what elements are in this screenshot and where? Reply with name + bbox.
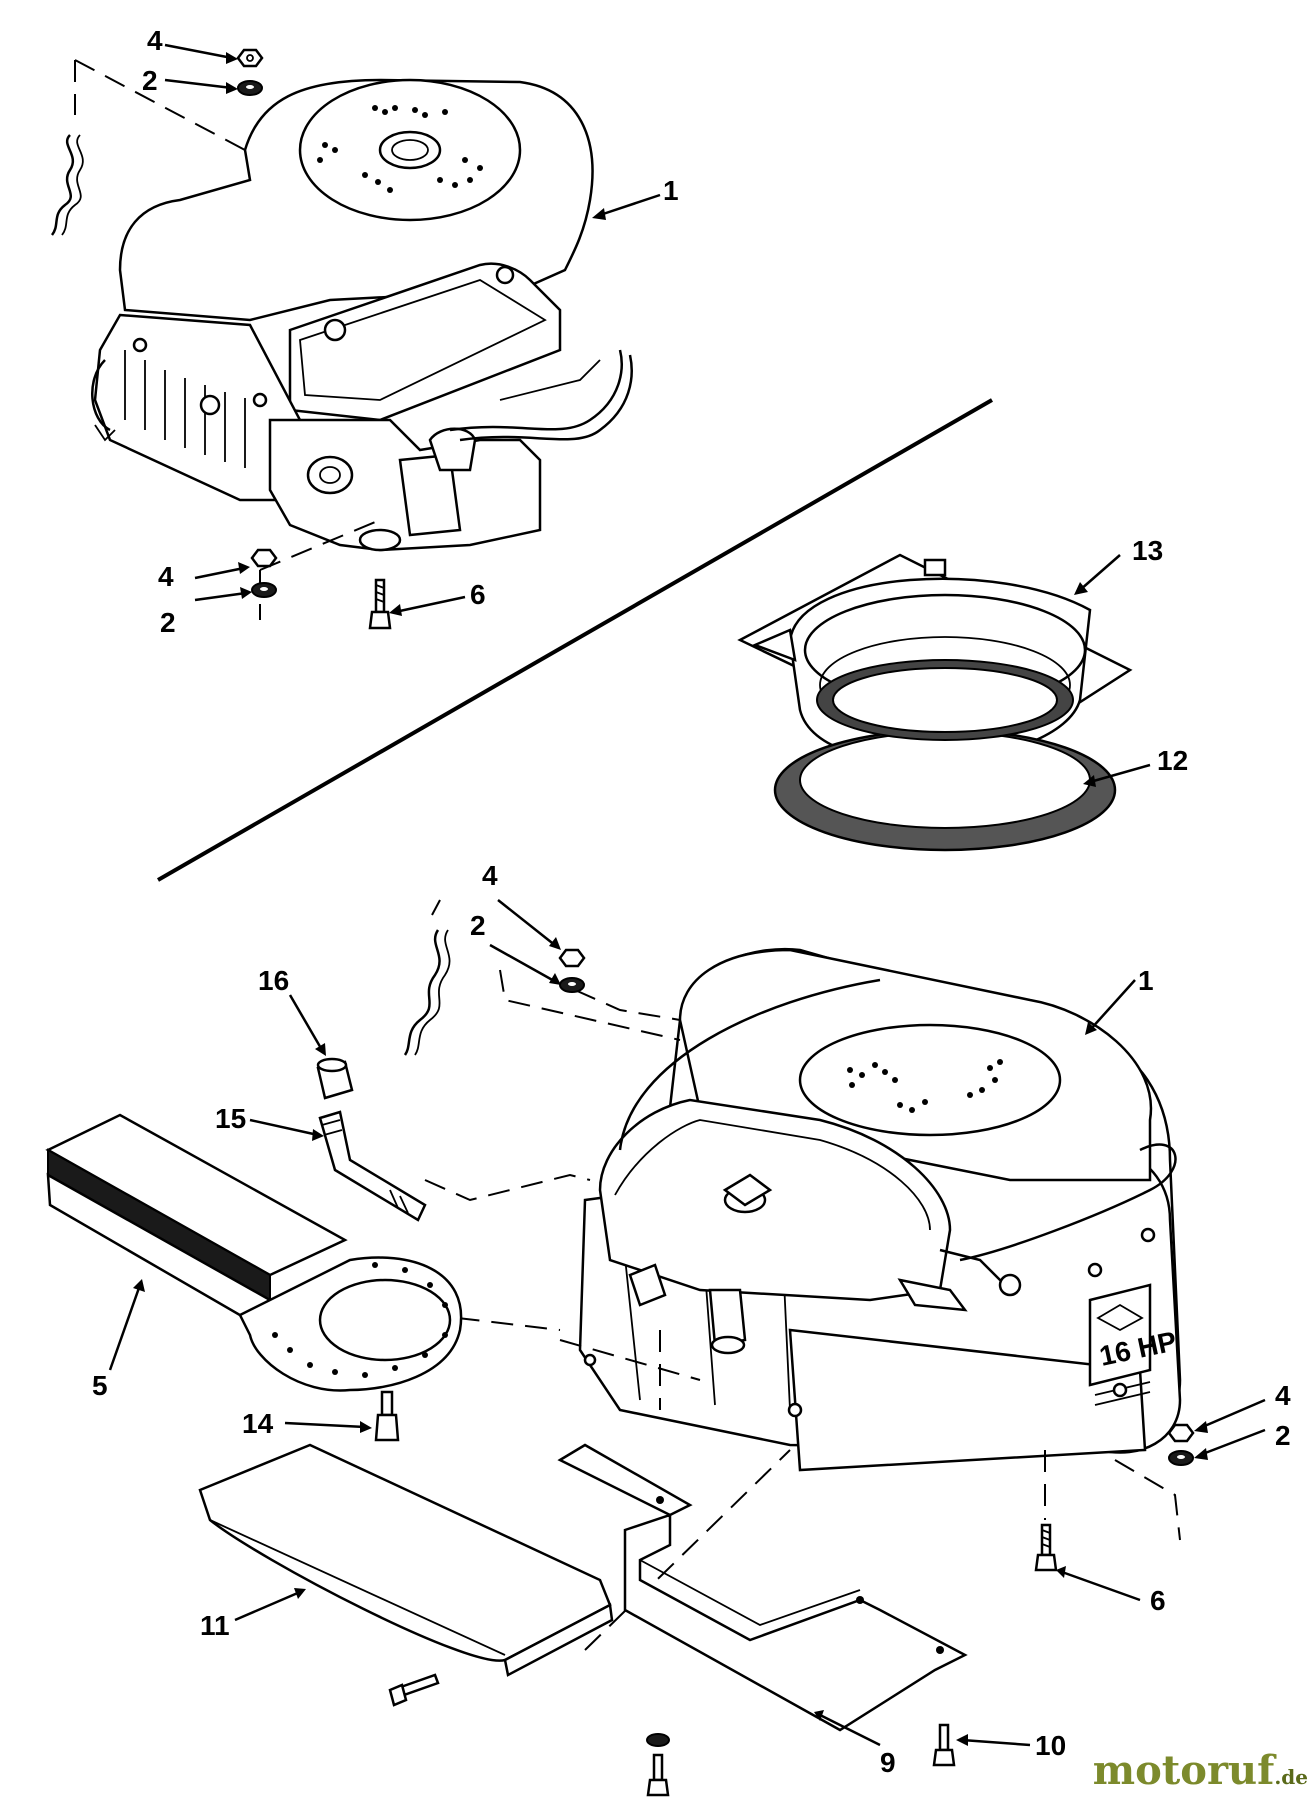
flange-holes <box>272 1262 448 1378</box>
callout-low-6: 6 <box>1150 1585 1166 1616</box>
shield-plate-11 <box>198 1443 614 1677</box>
mid-washer-2 <box>251 582 277 598</box>
lower-shroud-vents <box>847 1059 1003 1113</box>
callout-top-6: 6 <box>470 579 486 610</box>
callout-14: 14 <box>242 1408 274 1439</box>
callout-10: 10 <box>1035 1730 1066 1761</box>
callout-16: 16 <box>258 965 289 996</box>
lower-nut-4 <box>558 948 586 968</box>
section-divider <box>157 398 993 882</box>
callout-mid-2: 2 <box>160 607 176 638</box>
watermark-tld: .de <box>1274 1765 1308 1789</box>
top-engine <box>91 78 633 552</box>
callout-9: 9 <box>880 1747 896 1778</box>
bracket-washer <box>646 1733 670 1747</box>
callout-low-2: 2 <box>470 910 486 941</box>
bracket-bolt <box>646 1753 670 1797</box>
right-nut-4 <box>1167 1423 1195 1443</box>
callout-labels: 4 2 1 4 2 6 13 12 4 2 1 16 15 5 14 4 2 6… <box>92 25 1291 1778</box>
lower-engine: 16 HP <box>578 947 1182 1472</box>
lower-bolt-6 <box>1034 1523 1058 1572</box>
callout-13: 13 <box>1132 535 1163 566</box>
bolt-10 <box>932 1723 956 1767</box>
lower-washer-2 <box>559 977 585 993</box>
foam-pre-cleaner <box>773 659 1117 852</box>
callout-r-2: 2 <box>1275 1420 1291 1451</box>
base-plate-5 <box>45 1113 463 1392</box>
callout-mid-4: 4 <box>158 561 174 592</box>
callout-15: 15 <box>215 1103 246 1134</box>
mid-nut-4 <box>250 548 278 568</box>
callout-top-2: 2 <box>142 65 158 96</box>
top-bolt-6 <box>368 578 392 630</box>
shield-bolt <box>388 1673 440 1707</box>
shroud-vents <box>317 105 483 193</box>
callout-low-4: 4 <box>482 860 498 891</box>
mounting-bracket-9 <box>557 1443 968 1732</box>
watermark-logo: motoruf.de <box>1093 1747 1308 1794</box>
callout-12: 12 <box>1157 745 1188 776</box>
lower-control-cable <box>403 929 441 1056</box>
callout-top-1: 1 <box>663 175 679 206</box>
right-washer-2 <box>1168 1450 1194 1466</box>
elbow-fitting-15 <box>318 1110 427 1222</box>
callout-low-1: 1 <box>1138 965 1154 996</box>
leader-arrows <box>108 43 1266 1747</box>
callout-r-4: 4 <box>1275 1380 1291 1411</box>
engine-badge: 16 HP <box>1088 1283 1179 1406</box>
callout-11: 11 <box>200 1610 230 1641</box>
top-nut-4 <box>236 48 264 68</box>
watermark-main: motoruf <box>1092 1747 1275 1794</box>
callout-top-4: 4 <box>147 25 163 56</box>
top-control-cable <box>50 134 75 236</box>
cap-nut-16 <box>316 1057 354 1100</box>
top-washer-2 <box>237 80 263 96</box>
bolt-14 <box>374 1390 400 1442</box>
callout-5: 5 <box>92 1370 108 1401</box>
